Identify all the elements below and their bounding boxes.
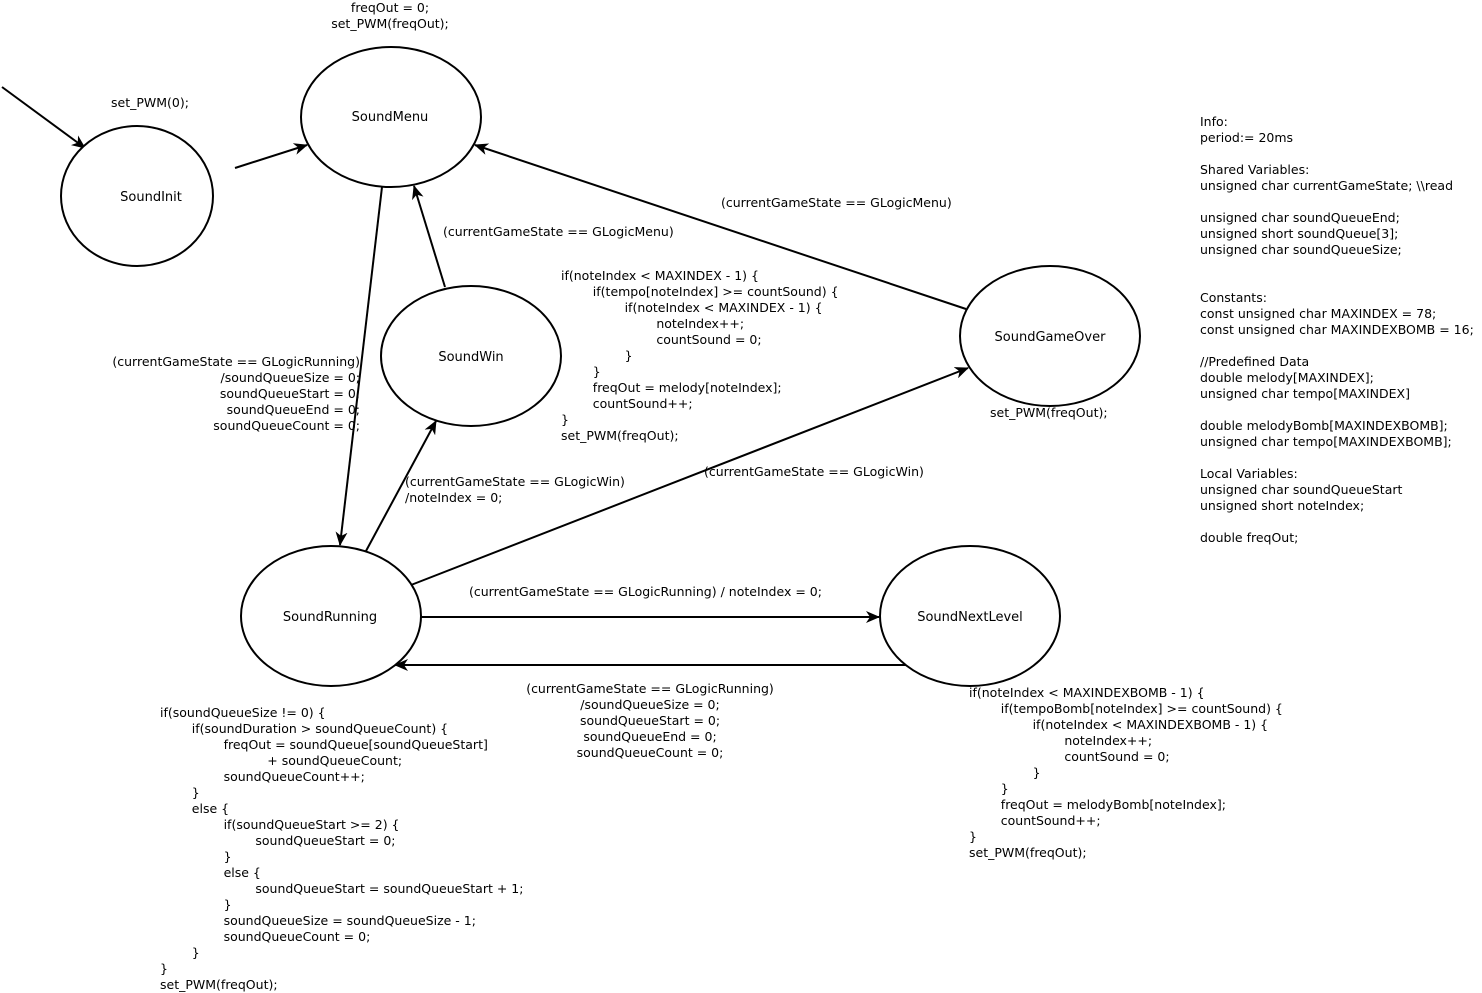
init-action-text: set_PWM(0);	[111, 95, 189, 110]
state-sound-menu: SoundMenu	[300, 46, 482, 188]
state-sound-init: SoundInit	[60, 125, 214, 267]
transition-gameover-to-menu	[474, 143, 967, 310]
state-label: SoundWin	[438, 350, 503, 365]
state-sound-running: SoundRunning	[240, 545, 422, 687]
initial-transition-arrow	[1, 86, 86, 149]
transition-menu-to-running	[335, 186, 383, 546]
state-label: SoundRunning	[283, 610, 377, 625]
transition-running-to-win	[365, 420, 437, 552]
transition-running-to-gameover	[410, 367, 969, 586]
state-label: SoundGameOver	[995, 330, 1107, 345]
transition-label-running-to-win: (currentGameState == GLogicWin) /noteInd…	[405, 474, 625, 505]
running-action-text: if(soundQueueSize != 0) { if(soundDurati…	[160, 705, 524, 992]
state-label: SoundMenu	[352, 110, 429, 125]
transition-init-to-menu	[234, 143, 308, 169]
state-label: SoundInit	[120, 190, 182, 205]
state-label: SoundNextLevel	[917, 610, 1023, 625]
transition-label-win-to-menu: (currentGameState == GLogicMenu)	[443, 224, 674, 239]
win-action-text: if(noteIndex < MAXINDEX - 1) { if(tempo[…	[561, 268, 839, 443]
nextlevel-action-text: if(noteIndex < MAXINDEXBOMB - 1) { if(te…	[969, 685, 1283, 860]
state-sound-game-over: SoundGameOver	[959, 265, 1141, 407]
transition-label-nextlevel-to-running: (currentGameState == GLogicRunning) /sou…	[526, 681, 774, 760]
info-panel: Info: period:= 20ms Shared Variables: un…	[1200, 114, 1474, 545]
transition-label-gameover-to-menu: (currentGameState == GLogicMenu)	[721, 195, 952, 210]
gameover-action-text: set_PWM(freqOut);	[990, 405, 1108, 420]
state-sound-win: SoundWin	[380, 285, 562, 427]
state-sound-next-level: SoundNextLevel	[879, 545, 1061, 687]
transition-label-running-to-gameover: (currentGameState == GLogicWin)	[704, 464, 924, 479]
transition-win-to-menu	[412, 185, 446, 288]
menu-action-text: freqOut = 0; set_PWM(freqOut);	[331, 0, 449, 31]
transition-label-menu-to-running: (currentGameState == GLogicRunning) /sou…	[112, 354, 360, 433]
transition-label-running-to-nextlevel: (currentGameState == GLogicRunning) / no…	[469, 584, 822, 599]
